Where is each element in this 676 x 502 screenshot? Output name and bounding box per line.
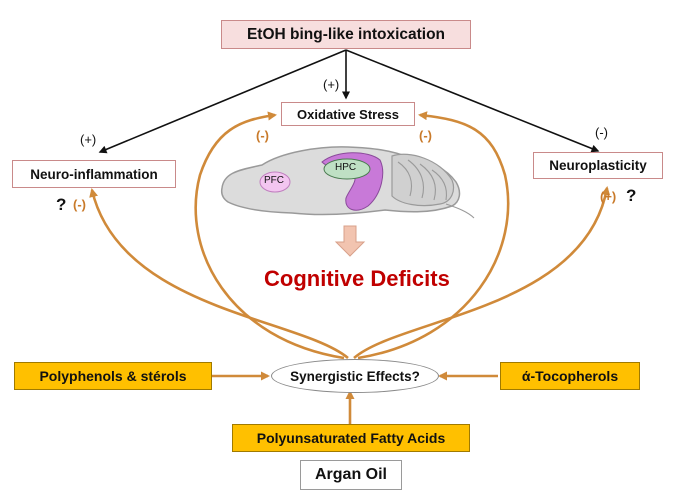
- arrow-synergistic-to-inflammation: [89, 188, 349, 360]
- oxidative-stress-box: Oxidative Stress: [281, 102, 415, 126]
- argan-arrows: [89, 111, 611, 424]
- argan-oil-box: Argan Oil: [300, 460, 402, 490]
- hpc-label: HPC: [335, 162, 357, 173]
- etoh-arrows: [98, 49, 600, 154]
- pufa-box: Polyunsaturated Fatty Acids: [232, 424, 470, 452]
- sign-etoh-inflammation: (+): [80, 132, 97, 147]
- hpc-highlight: [323, 158, 371, 180]
- deficit-arrow: [334, 225, 366, 257]
- arrow-synergistic-to-oxidative-left: [194, 111, 345, 360]
- pfc-label: PFC: [264, 175, 284, 186]
- etoh-box: EtOH bing-like intoxication: [221, 20, 471, 49]
- sign-oil-oxidative-left: (-): [256, 128, 269, 143]
- arrow-etoh-to-plasticity: [345, 49, 600, 153]
- sign-oil-inflammation: (-): [73, 197, 86, 212]
- arrow-synergistic-to-plasticity: [353, 186, 611, 359]
- sign-oil-plasticity: (+): [600, 189, 617, 204]
- pfc-region: [259, 171, 291, 193]
- brain-illustration: [220, 146, 475, 219]
- neuroinflammation-box: Neuro-inflammation: [12, 160, 176, 188]
- arrow-etoh-to-inflammation: [98, 49, 347, 154]
- sign-oil-oxidative-right: (-): [419, 128, 432, 143]
- question-mark-left: ?: [56, 195, 67, 214]
- arrow-synergistic-to-oxidative-right: [357, 111, 510, 360]
- cognitive-deficits-label: Cognitive Deficits: [264, 266, 450, 291]
- tocopherols-box: ά-Tocopherols: [500, 362, 640, 390]
- sign-etoh-oxidative: (+): [323, 77, 340, 92]
- question-mark-right: ?: [626, 186, 637, 205]
- synergistic-effects-ellipse: Synergistic Effects?: [271, 359, 439, 393]
- sign-etoh-plasticity: (-): [595, 125, 608, 140]
- neuroplasticity-box: Neuroplasticity: [533, 152, 663, 179]
- polyphenols-box: Polyphenols & stérols: [14, 362, 212, 390]
